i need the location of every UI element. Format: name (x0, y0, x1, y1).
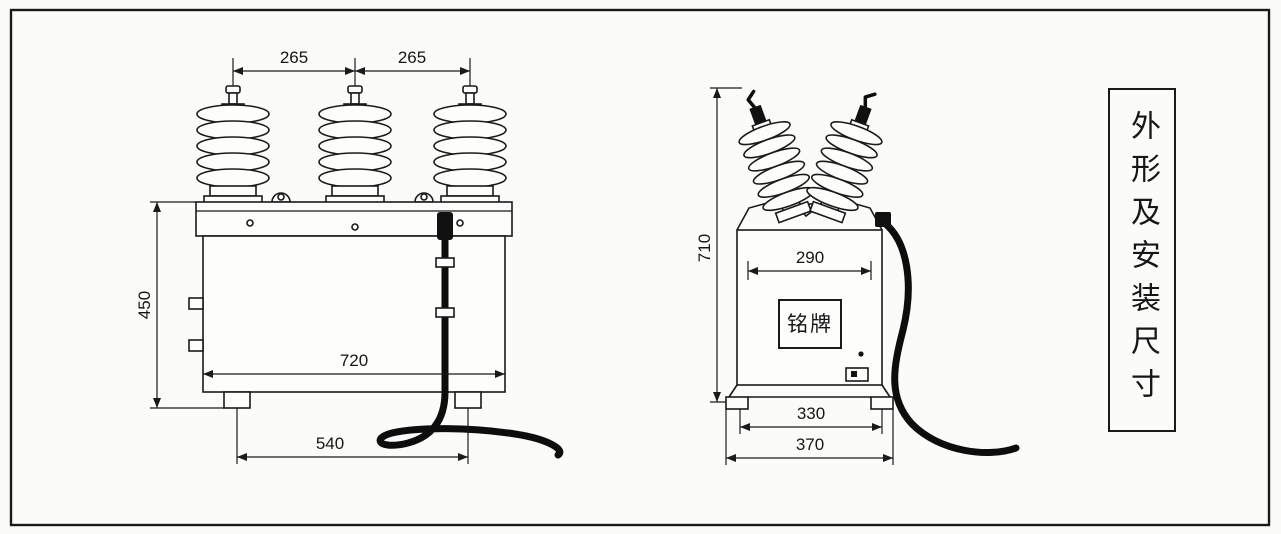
side-bushing-right (798, 81, 899, 228)
front-cable (376, 212, 564, 459)
tank-bolt (858, 351, 864, 357)
front-dim-foot-span: 540 (236, 408, 469, 464)
front-dim-bushing-spacing: 265 265 (233, 48, 470, 75)
side-cable (875, 212, 1020, 456)
side-dim-base-width: 370 (725, 409, 894, 465)
front-bushing-left (196, 57, 270, 205)
front-foot-right (454, 391, 482, 409)
front-dim-height: 450 (135, 201, 224, 409)
front-dim-width: 720 (203, 351, 505, 378)
side-dim-foot-span: 330 (739, 404, 883, 434)
dim-label-265-right: 265 (398, 48, 426, 67)
side-bracket-bottom (188, 339, 204, 352)
front-bushing-right (433, 57, 507, 205)
nameplate: 铭牌 (778, 299, 842, 349)
front-view: 265 265 (135, 48, 564, 464)
side-bracket-top (188, 297, 204, 310)
title-panel: 外形及安装尺寸 (1108, 88, 1176, 432)
side-dim-height: 710 (695, 87, 742, 403)
dim-label-710: 710 (695, 234, 714, 262)
cable-clamp-top (435, 257, 455, 268)
lifting-lugs (271, 192, 434, 203)
tank-lid (195, 201, 513, 237)
terminal-box (845, 367, 869, 382)
side-base (725, 384, 894, 410)
sheet-border (9, 8, 1271, 527)
dim-label-290: 290 (796, 248, 824, 267)
side-dim-top-width: 290 (747, 248, 872, 280)
front-foot-left (223, 391, 251, 409)
dim-label-540: 540 (316, 434, 344, 453)
dim-label-720: 720 (340, 351, 368, 370)
dim-label-450: 450 (135, 291, 154, 319)
side-cable-gland (875, 212, 891, 227)
title-panel-text: 外形及安装尺寸 (1126, 109, 1159, 411)
side-view: 710 290 铭牌 (695, 81, 1020, 465)
nameplate-label: 铭牌 (787, 313, 833, 336)
cable-gland (437, 212, 453, 240)
dim-label-370: 370 (796, 435, 824, 454)
dim-label-330: 330 (797, 404, 825, 423)
dim-label-265-left: 265 (280, 48, 308, 67)
side-bushing-left (722, 81, 823, 228)
front-bushing-middle (318, 57, 392, 205)
cable-clamp-bottom (435, 307, 455, 318)
